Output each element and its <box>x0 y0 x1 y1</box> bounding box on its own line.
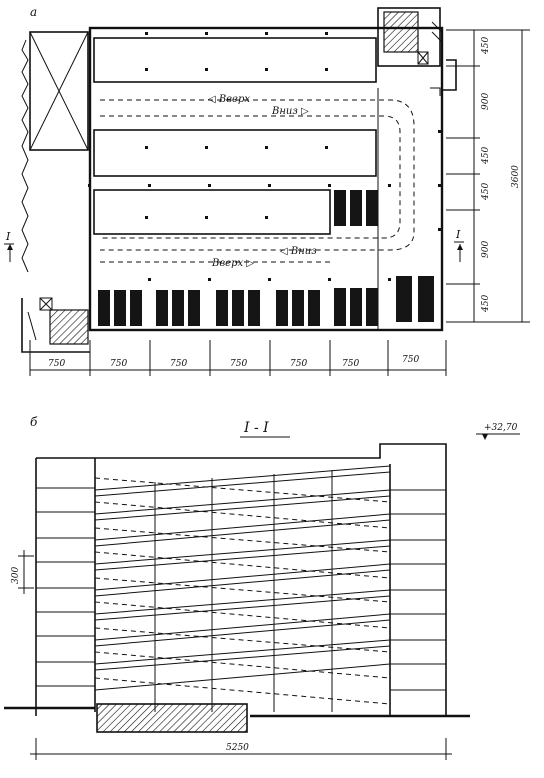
right-annex <box>441 59 457 91</box>
section-view: б I - I +32,70 <box>4 415 520 760</box>
svg-text:750: 750 <box>230 359 247 369</box>
ramp-label-down-bottom: ◁ Вниз <box>280 246 317 257</box>
length-dimension: 5250 <box>30 738 452 760</box>
svg-text:5250: 5250 <box>226 743 249 753</box>
floor-height-dimension: 300 <box>11 550 34 594</box>
svg-text:I: I <box>5 230 11 243</box>
svg-text:750: 750 <box>110 359 127 369</box>
parking-row-1 <box>93 37 377 83</box>
svg-text:900: 900 <box>481 93 491 110</box>
plan-bottom-dimensions: 750 750 750 750 750 750 750 <box>29 340 447 376</box>
section-title: I - I <box>243 420 269 436</box>
elevator-shaft <box>29 31 89 151</box>
foundation <box>96 703 248 733</box>
ramp-label-up-top: ◁ Вверх <box>208 94 250 105</box>
ramp-path <box>100 99 415 251</box>
svg-text:900: 900 <box>481 241 491 258</box>
plan-total-dimension: 3600 <box>511 165 521 188</box>
section-mark-left: I <box>4 230 14 262</box>
bottom-left-stair <box>21 297 90 353</box>
plan-label: а <box>30 5 37 19</box>
svg-text:750: 750 <box>48 359 65 369</box>
plan-view: а <box>4 5 530 376</box>
svg-text:I: I <box>455 228 461 241</box>
plan-right-dimensions: 450 900 450 450 900 450 3600 <box>446 29 530 323</box>
svg-text:750: 750 <box>290 359 307 369</box>
parked-cars <box>98 190 434 326</box>
floor-slabs <box>36 487 446 691</box>
zigzag-wall <box>21 39 29 273</box>
svg-text:450: 450 <box>481 147 491 165</box>
top-right-stair <box>377 7 443 67</box>
svg-text:450: 450 <box>481 295 491 313</box>
svg-text:750: 750 <box>170 359 187 369</box>
ramp-dashed <box>94 477 391 705</box>
elevation-marker: +32,70 <box>476 423 520 440</box>
svg-text:450: 450 <box>481 183 491 201</box>
parking-row-2 <box>93 129 377 177</box>
section-mark-right: I <box>454 228 464 262</box>
ramp-label-down-top: Вниз ▷ <box>271 106 309 117</box>
column-dots <box>88 32 441 281</box>
svg-text:750: 750 <box>342 359 359 369</box>
svg-text:750: 750 <box>402 355 419 365</box>
parking-row-3 <box>93 189 331 235</box>
svg-text:450: 450 <box>481 37 491 55</box>
ramp-label-up-bottom: Вверх ▷ <box>211 258 254 269</box>
svg-text:+32,70: +32,70 <box>484 423 518 433</box>
section-roof <box>36 443 447 716</box>
svg-text:300: 300 <box>11 567 21 584</box>
plan-outline <box>88 26 444 332</box>
section-label: б <box>30 415 38 429</box>
ramp-slabs <box>94 465 391 691</box>
